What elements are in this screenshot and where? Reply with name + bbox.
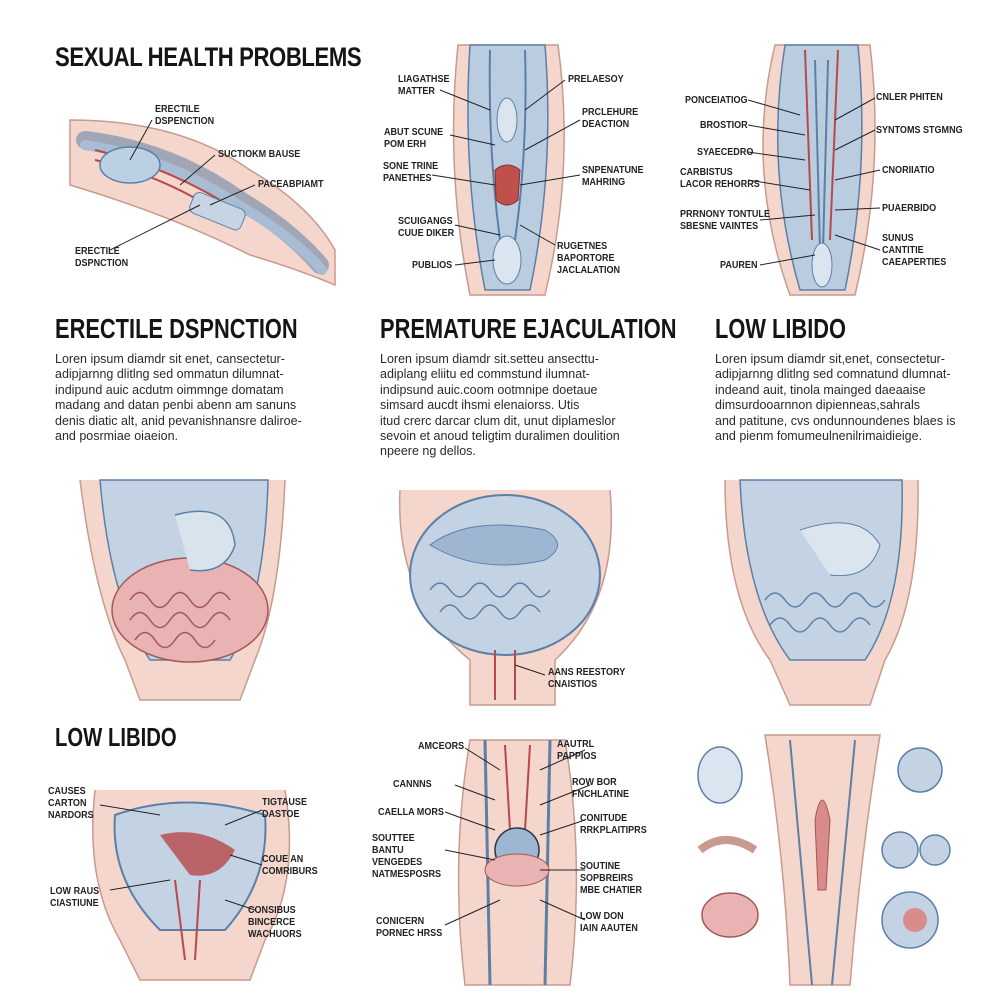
- panel6-illustration: [724, 479, 919, 706]
- panel8-label: SOUTINE SOPBREIRS MBE CHATIER: [580, 860, 643, 896]
- panel2-label: SNPENATUNE MAHRING: [582, 164, 644, 188]
- panel8-label: AMCEORS: [418, 740, 465, 752]
- panel3-label: SYNTOMS STGMNG: [876, 124, 963, 136]
- panel8-label: LOW DON IAIN AAUTEN: [580, 910, 638, 934]
- panel3-label: CARBISTUS LACOR REHORRS: [680, 166, 760, 190]
- panel2-label: PRELAESOY: [568, 73, 624, 85]
- panel7-label: TIGTAUSE DASTOE: [262, 796, 307, 820]
- panel3-label: CNORIIATIO: [882, 164, 935, 176]
- panel8-label: SOUTTEE BANTU VENGEDES NATMESPOSRS: [372, 832, 442, 880]
- section-title-lowlibido: LOW LIBIDO: [715, 313, 847, 344]
- panel7-label: COUE AN COMRIBURS: [262, 853, 318, 877]
- panel2-label: ABUT SCUNE POM ERH: [384, 126, 444, 150]
- panel3-label: BROSTIOR: [700, 119, 748, 131]
- panel2-label: LIAGATHSE MATTER: [398, 73, 450, 97]
- panel1-illustration: [69, 119, 336, 287]
- panel3-label: PRRNONY TONTULE SBESNE VAINTES: [680, 208, 770, 232]
- panel7-illustration: [92, 789, 291, 981]
- panel8-label: CANNNS: [393, 778, 432, 790]
- panel4-illustration: [79, 479, 286, 701]
- lowlibido-title: LOW LIBIDO: [55, 722, 177, 752]
- section-body-lowlibido: Loren ipsum diamdr sit,enet, consectetur…: [715, 352, 956, 444]
- panel3-label: SYAECEDRO: [697, 146, 754, 158]
- panel8-label: CAELLA MORS: [378, 806, 444, 818]
- panel7-label: LOW RAUS CIASTIUNE: [50, 885, 100, 909]
- panel8-illustration: [457, 739, 578, 986]
- panel2-label: PUBLIOS: [412, 259, 453, 271]
- panel1-label: ERECTILE DSPNCTION: [75, 245, 129, 269]
- page-title: SEXUAL HEALTH PROBLEMS: [55, 42, 362, 72]
- panel7-label: CAUSES CARTON NARDORS: [48, 785, 94, 821]
- panel2-label: SONE TRINE PANETHES: [383, 160, 439, 184]
- panel8-label: CONITUDE RRKPLAITIPRS: [580, 812, 647, 836]
- panel1-label: SUCTIOKM BAUSE: [218, 148, 301, 160]
- panel3-label: PAUREN: [720, 259, 758, 271]
- panel3-label: CNLER PHITEN: [876, 91, 943, 103]
- panel2-label: RUGETNES BAPORTORE JACLALATION: [557, 240, 621, 276]
- panel5-illustration: [398, 489, 613, 706]
- panel2-label: SCUIGANGS CUUE DIKER: [398, 215, 455, 239]
- panel5-label: AANS REESTORY CNAISTIOS: [548, 666, 626, 690]
- panel3-illustration: [762, 44, 876, 296]
- panel1-label: PACEABPIAMT: [258, 178, 324, 190]
- panel3-label: PUAERBIDO: [882, 202, 937, 214]
- panel3-label: PONCEIATIOG: [685, 94, 748, 106]
- panel8-label: ROW BOR FNCHLATINE: [572, 776, 630, 800]
- leader-lines: [99, 79, 881, 926]
- panel8-label: CONICERN PORNEC HRSS: [376, 915, 443, 939]
- panel2-illustration: [452, 44, 565, 296]
- panel7-label: CONSIBUS BINCERCE WACHUORS: [248, 904, 302, 940]
- panel9-illustration: [697, 734, 951, 986]
- section-title-erectile: ERECTILE DSPNCTION: [55, 313, 298, 344]
- panel8-label: AAUTRL PAPPIOS: [557, 738, 597, 762]
- section-body-premature: Loren ipsum diamdr sit.setteu ansecttu- …: [380, 352, 620, 459]
- panel3-label: SUNUS CANTITIE CAEAPERTIES: [882, 232, 947, 268]
- panel2-label: PRCLEHURE DEACTION: [582, 106, 639, 130]
- panel1-label: ERECTILE DSPENCTION: [155, 103, 215, 127]
- section-body-erectile: Loren ipsum diamdr sit enet, cansectetur…: [55, 352, 302, 444]
- section-title-premature: PREMATURE EJACULATION: [380, 313, 677, 344]
